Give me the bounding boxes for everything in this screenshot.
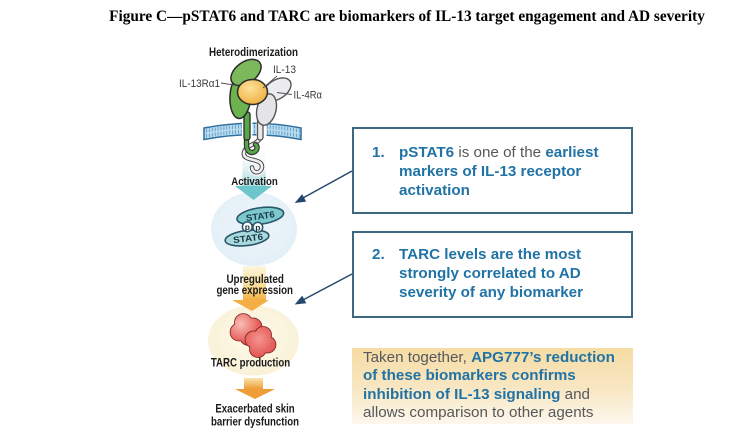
svg-text:IL-4Rα: IL-4Rα xyxy=(294,90,323,102)
svg-text:STAT6: STAT6 xyxy=(245,209,275,223)
svg-text:Activation: Activation xyxy=(231,176,278,188)
svg-text:STAT6: STAT6 xyxy=(233,232,264,246)
svg-text:barrier dysfunction: barrier dysfunction xyxy=(211,415,299,429)
svg-text:IL-13: IL-13 xyxy=(273,64,296,76)
svg-text:p: p xyxy=(255,223,260,233)
svg-text:Upregulated: Upregulated xyxy=(226,272,284,286)
svg-text:IL-13Rα1: IL-13Rα1 xyxy=(179,78,220,90)
svg-text:Exacerbated skin: Exacerbated skin xyxy=(215,402,294,416)
svg-text:TARC production: TARC production xyxy=(211,356,290,370)
svg-text:p: p xyxy=(245,222,250,232)
svg-text:gene expression: gene expression xyxy=(216,283,293,297)
svg-text:Heterodimerization: Heterodimerization xyxy=(209,45,298,59)
